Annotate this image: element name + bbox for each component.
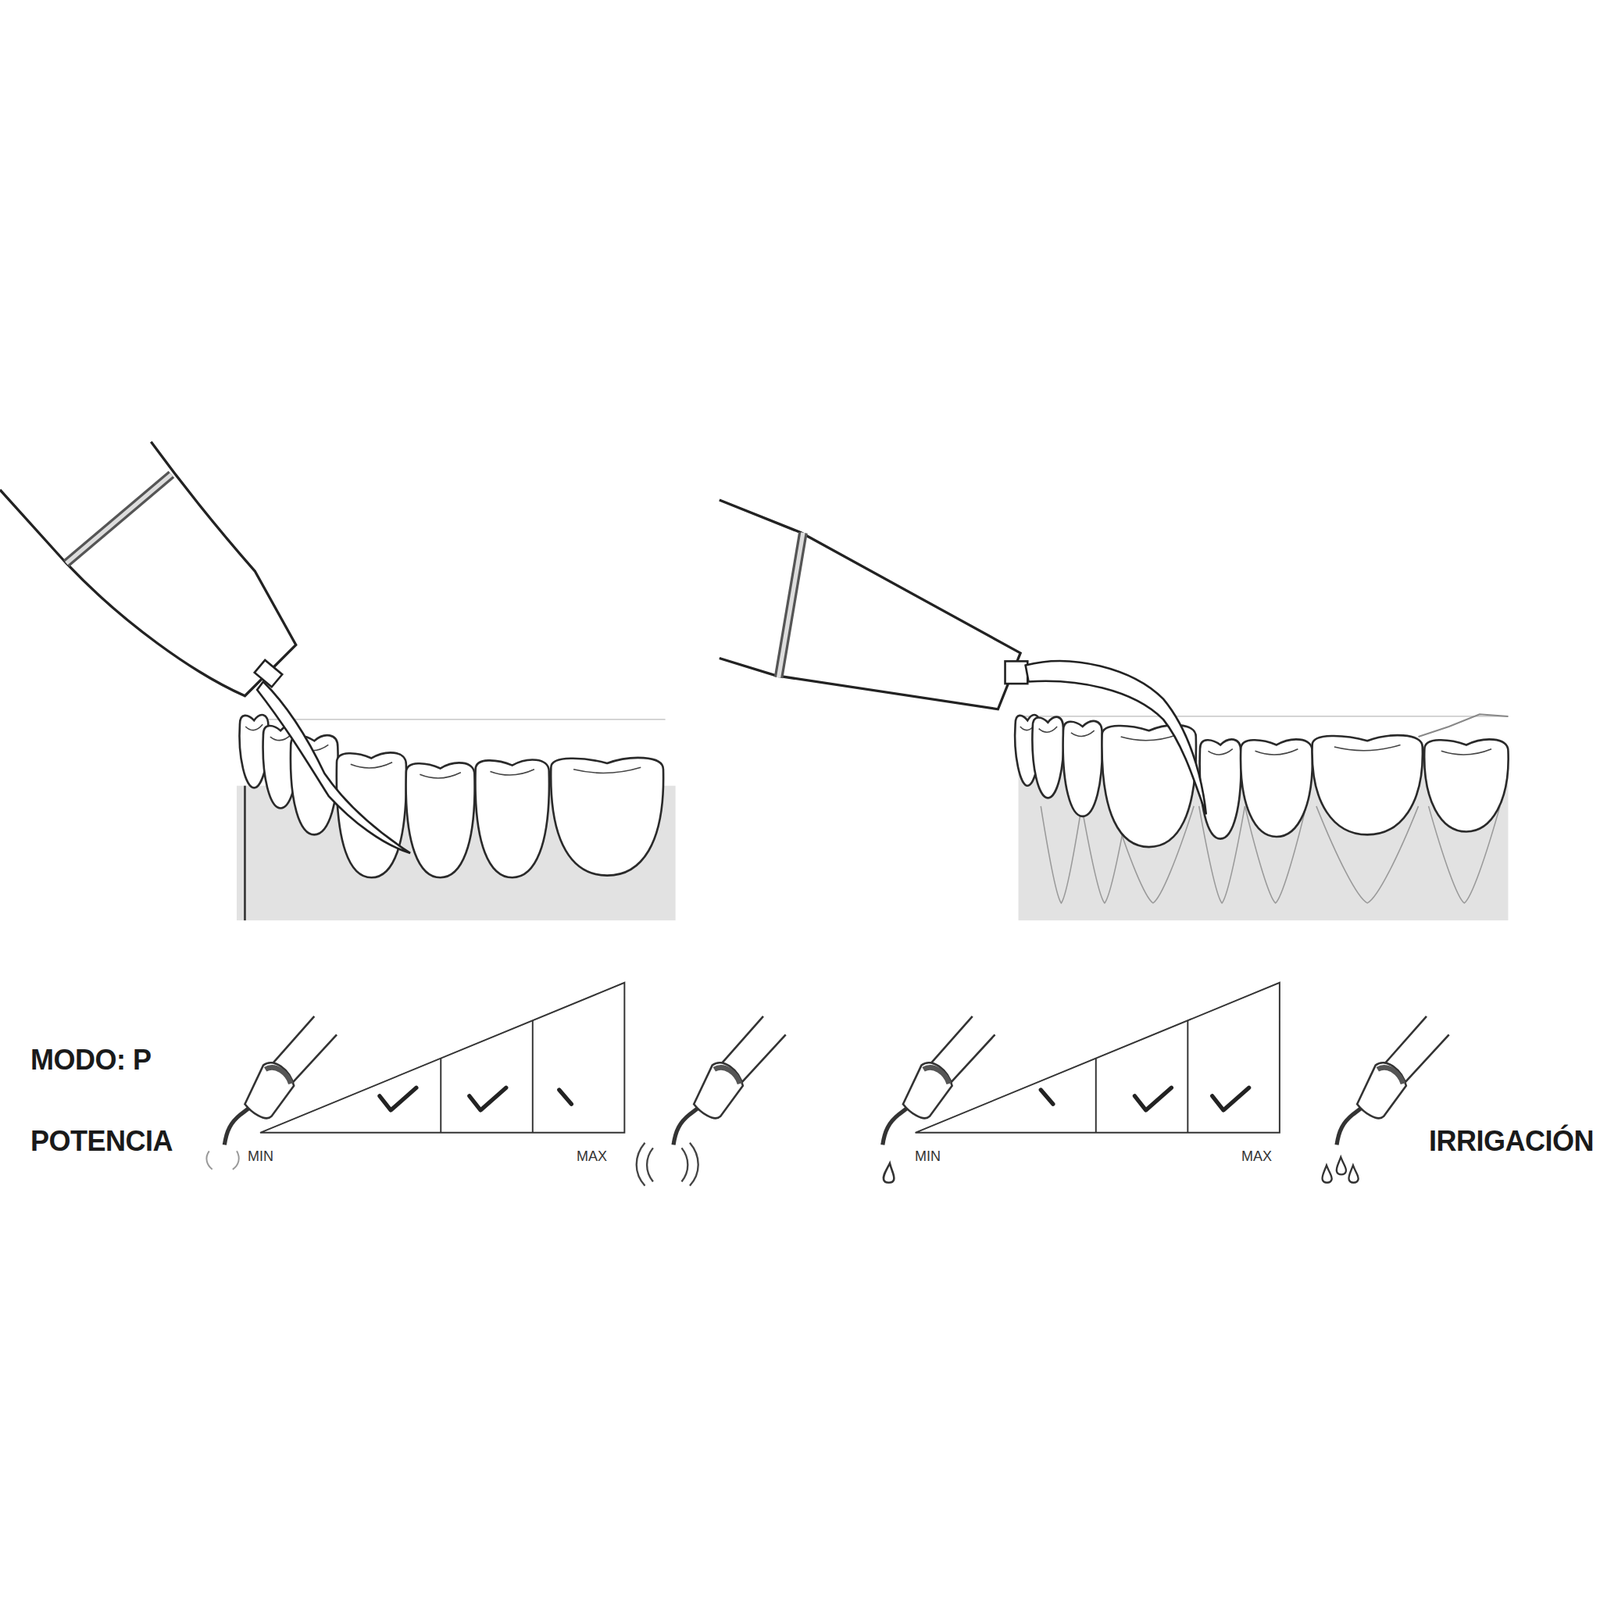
tooth (1063, 721, 1103, 817)
scale-min: MIN (247, 1148, 274, 1165)
tooth (1240, 739, 1313, 837)
power-label: POTENCIA (30, 1125, 173, 1158)
scale-min: MIN (914, 1148, 941, 1165)
tooth (475, 760, 549, 879)
tooth (1312, 735, 1423, 835)
tooth-root (1040, 806, 1082, 904)
tooth (1424, 739, 1508, 832)
mode-label: MODO: P (30, 1043, 152, 1077)
tooth (1032, 717, 1064, 799)
irrigation-label: IRRIGACIÓN (1428, 1125, 1594, 1158)
scale-max: MAX (576, 1148, 608, 1165)
tooth (1200, 739, 1242, 839)
tooth (550, 757, 664, 876)
tooth (406, 762, 475, 878)
scale-max: MAX (1241, 1148, 1272, 1165)
